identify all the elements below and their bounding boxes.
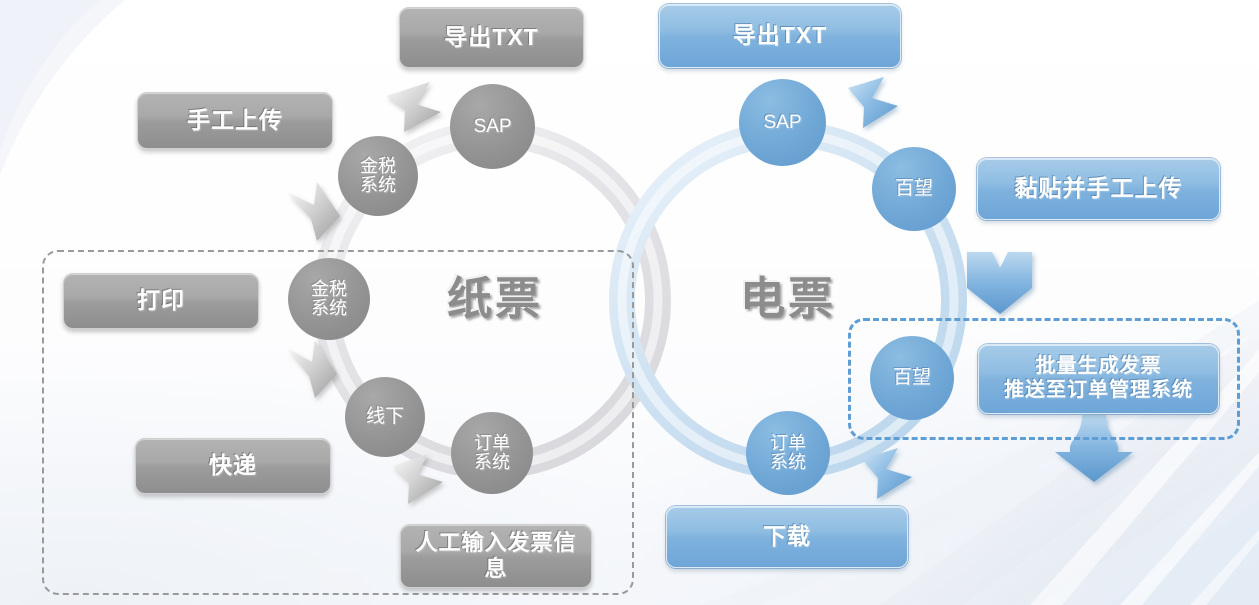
electronic-node-baiwang-top[interactable]: 百望 bbox=[872, 147, 956, 231]
electronic-button-download[interactable]: 下载 bbox=[666, 506, 908, 568]
paper-section-label: 纸票 bbox=[447, 273, 544, 324]
paper-node-offline[interactable]: 线下 bbox=[345, 377, 425, 457]
paper-button-export-txt[interactable]: 导出TXT bbox=[399, 7, 584, 68]
electronic-node-order-system-line1: 订单 bbox=[770, 433, 806, 454]
electronic-group-frame bbox=[848, 318, 1240, 440]
electronic-node-sap-label: SAP bbox=[763, 111, 802, 133]
electronic-section-label: 电票 bbox=[740, 273, 837, 324]
paper-node-golden-tax-left[interactable]: 金税 系统 bbox=[288, 258, 370, 340]
electronic-button-batch-generate[interactable]: 批量生成发票 推送至订单管理系统 bbox=[978, 344, 1219, 414]
electronic-node-order-system[interactable]: 订单 系统 bbox=[746, 411, 830, 495]
paper-button-manual-entry[interactable]: 人工输入发票信息 bbox=[400, 524, 592, 588]
electronic-button-paste-manual-upload[interactable]: 黏贴并手工上传 bbox=[977, 158, 1220, 220]
electronic-node-baiwang-top-label: 百望 bbox=[894, 178, 933, 200]
paper-button-print[interactable]: 打印 bbox=[63, 273, 259, 329]
paper-node-golden-tax-left-line1: 金税 bbox=[311, 279, 347, 300]
electronic-button-export-txt[interactable]: 导出TXT bbox=[659, 4, 901, 68]
paper-node-golden-tax-left-line2: 系统 bbox=[311, 298, 347, 318]
paper-node-offline-label: 线下 bbox=[365, 406, 404, 428]
electronic-node-baiwang-bottom[interactable]: 百望 bbox=[870, 336, 954, 420]
paper-button-express[interactable]: 快递 bbox=[135, 438, 331, 494]
electronic-node-baiwang-bottom-label: 百望 bbox=[892, 367, 931, 389]
electronic-button-batch-generate-line1: 批量生成发票 bbox=[1035, 355, 1162, 378]
electronic-node-order-system-line2: 系统 bbox=[770, 452, 806, 472]
electronic-button-batch-generate-line2: 推送至订单管理系统 bbox=[1004, 379, 1193, 401]
paper-node-golden-tax-top-line2: 系统 bbox=[360, 175, 396, 195]
paper-node-sap[interactable]: SAP bbox=[450, 84, 535, 169]
electronic-node-sap[interactable]: SAP bbox=[739, 79, 826, 166]
paper-node-sap-label: SAP bbox=[473, 115, 512, 137]
paper-node-golden-tax-top-line1: 金税 bbox=[360, 156, 396, 177]
arrow-paste-to-group bbox=[967, 252, 1032, 314]
paper-button-manual-upload[interactable]: 手工上传 bbox=[137, 92, 333, 149]
paper-group-frame bbox=[42, 250, 634, 595]
arrow-sap-to-baiwang bbox=[848, 77, 898, 128]
paper-node-order-system-line1: 订单 bbox=[474, 433, 510, 454]
paper-node-order-system[interactable]: 订单 系统 bbox=[451, 412, 533, 494]
arrow-order-to-download bbox=[862, 448, 912, 499]
arrow-sap-to-export-txt bbox=[386, 82, 441, 132]
paper-node-golden-tax-top[interactable]: 金税 系统 bbox=[338, 136, 418, 216]
paper-node-order-system-line2: 系统 bbox=[474, 452, 510, 472]
arrow-goldentax-to-manual-upload bbox=[288, 182, 340, 241]
